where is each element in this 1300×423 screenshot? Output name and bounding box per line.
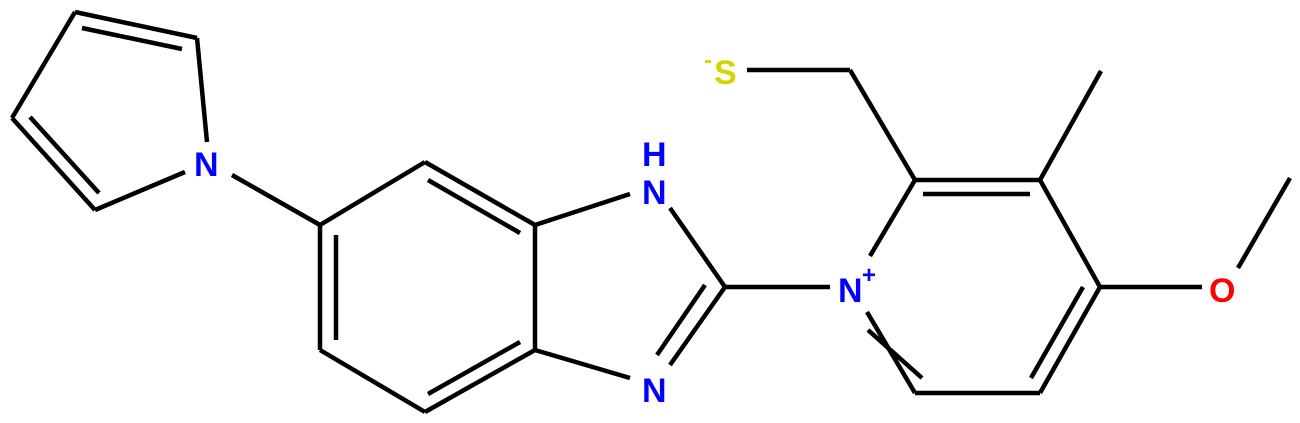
pyrrole-ring bbox=[10, 9, 210, 213]
atom-imidazole-nh: N bbox=[642, 174, 667, 212]
atom-pyrrole-n: N bbox=[194, 146, 219, 184]
charge-minus: - bbox=[704, 47, 712, 74]
atom-oxygen: O bbox=[1209, 272, 1235, 310]
benzene-ring bbox=[317, 160, 538, 414]
bond-methyl bbox=[1038, 69, 1103, 182]
imidazole-ring bbox=[534, 191, 727, 381]
bond-pyrrole-benzene bbox=[230, 173, 322, 227]
atom-sulfur: S bbox=[714, 54, 737, 92]
pyridinium-ring bbox=[865, 177, 1102, 396]
atom-imidazole-n: N bbox=[642, 372, 667, 410]
charge-plus: + bbox=[862, 262, 876, 289]
bond-ch2 bbox=[848, 68, 917, 182]
bond-o-methyl bbox=[1236, 176, 1292, 270]
atom-pyridinium-n: N bbox=[838, 272, 863, 310]
atom-imidazole-h: H bbox=[642, 136, 667, 174]
